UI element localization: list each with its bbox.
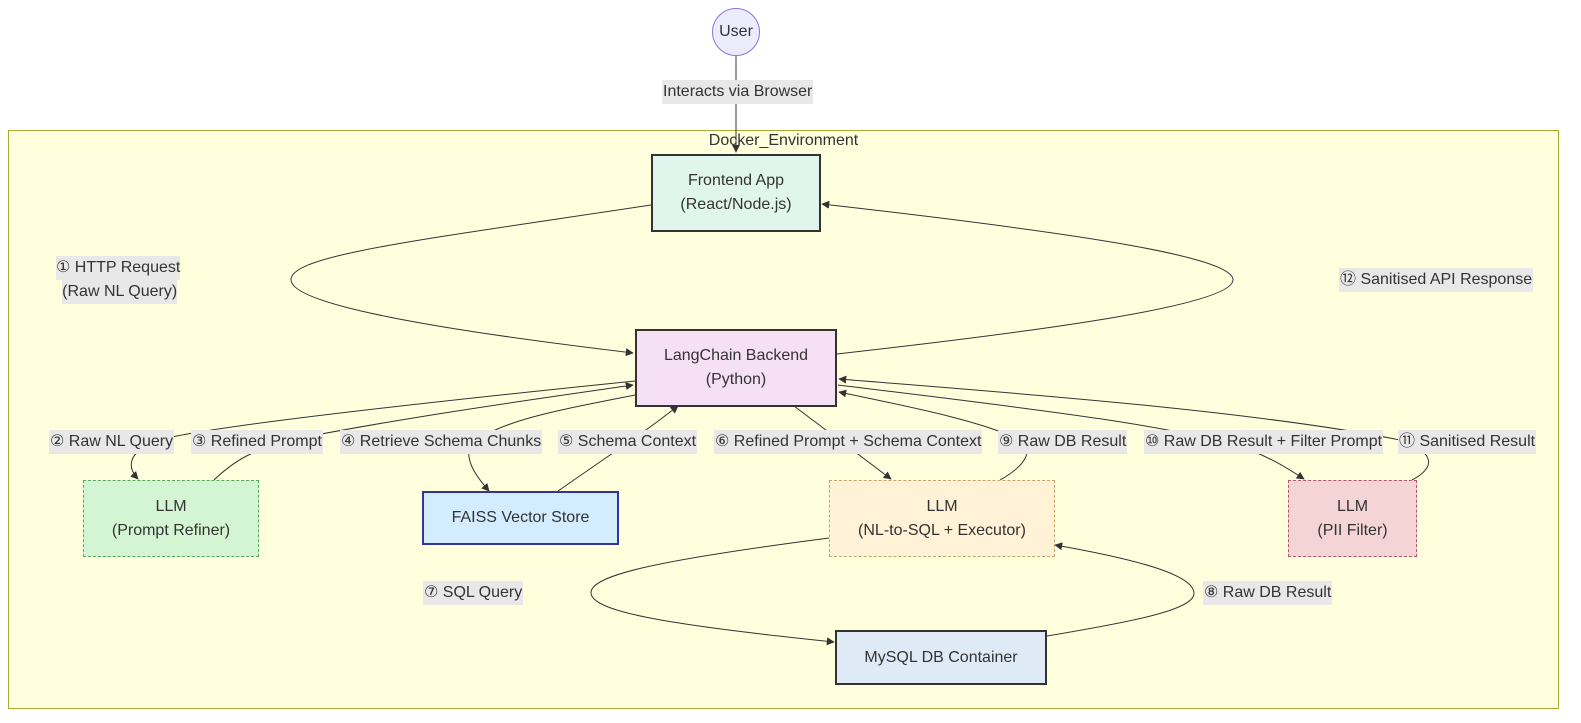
edge-2-raw-nl-query: [130, 380, 636, 480]
edge-label-6: ⑥ Refined Prompt + Schema Context: [714, 430, 983, 454]
frontend-title: Frontend App: [687, 172, 785, 189]
llm-sql-title: LLM: [926, 497, 958, 515]
edge-label-10: ⑩ Raw DB Result + Filter Prompt: [1144, 430, 1384, 454]
edge-label-2: ② Raw NL Query: [49, 430, 175, 454]
edge-7-sql-query: [590, 537, 835, 646]
faiss-vector-store-node: FAISS Vector Store: [422, 491, 619, 545]
faiss-title: FAISS Vector Store: [451, 509, 590, 526]
edge-label-5: ⑤ Schema Context: [558, 430, 698, 454]
edge-label-interacts-via-browser: Interacts via Browser: [662, 80, 814, 104]
user-label: User: [719, 23, 753, 40]
edge-12-sanitised-response: [821, 200, 1234, 355]
edge-label-8: ⑧ Raw DB Result: [1203, 581, 1333, 605]
llm-pii-filter-node: LLM (PII Filter): [1288, 480, 1417, 557]
backend-title: LangChain Backend: [663, 347, 809, 364]
user-node: User: [712, 8, 760, 56]
edge-label-9: ⑨ Raw DB Result: [998, 430, 1128, 454]
edge-label-1-line1: ① HTTP Request: [56, 256, 181, 280]
mysql-db-container-node: MySQL DB Container: [835, 630, 1047, 685]
llm-pii-title: LLM: [1336, 497, 1369, 515]
llm-sql-subtitle: (NL-to-SQL + Executor): [858, 521, 1026, 539]
edge-label-12: ⑫ Sanitised API Response: [1339, 268, 1534, 292]
edge-3-refined-prompt: [213, 382, 634, 481]
llm-refiner-title: LLM: [155, 497, 187, 515]
edge-label-1: ① HTTP Request (Raw NL Query): [56, 256, 181, 304]
edge-label-11: ⑪ Sanitised Result: [1398, 430, 1537, 454]
frontend-subtitle: (React/Node.js): [680, 196, 792, 213]
cluster-title: Docker_Environment: [708, 132, 859, 149]
edge-label-3: ③ Refined Prompt: [191, 430, 323, 454]
llm-prompt-refiner-node: LLM (Prompt Refiner): [83, 480, 259, 557]
edge-label-1-line2: (Raw NL Query): [62, 280, 178, 304]
edge-8-raw-db-result: [1046, 542, 1195, 637]
backend-subtitle: (Python): [705, 371, 767, 388]
llm-nl-to-sql-node: LLM (NL-to-SQL + Executor): [829, 480, 1055, 557]
mysql-title: MySQL DB Container: [864, 648, 1018, 666]
llm-pii-subtitle: (PII Filter): [1317, 521, 1388, 539]
edge-label-7: ⑦ SQL Query: [423, 581, 524, 605]
llm-refiner-subtitle: (Prompt Refiner): [111, 521, 231, 539]
edge-11-sanitised-result: [838, 375, 1430, 481]
edge-1-http-request: [290, 204, 652, 357]
langchain-backend-node: LangChain Backend (Python): [635, 329, 837, 407]
edge-label-4: ④ Retrieve Schema Chunks: [340, 430, 543, 454]
frontend-app-node: Frontend App (React/Node.js): [651, 154, 821, 232]
